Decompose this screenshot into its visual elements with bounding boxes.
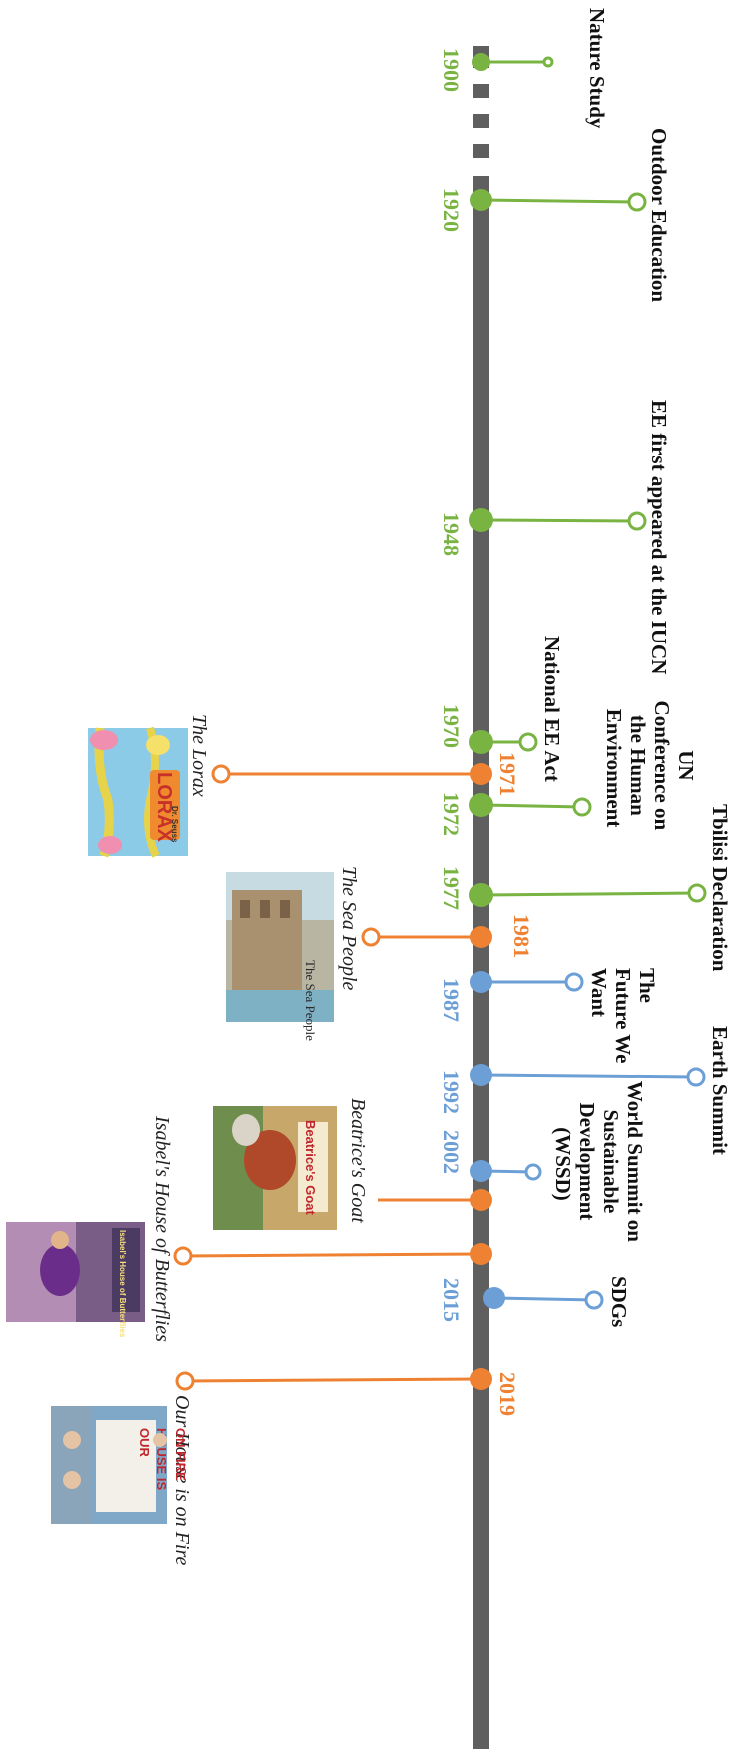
event-label: Outdoor Education <box>647 128 671 302</box>
book-endpoint <box>173 1246 193 1266</box>
event-endpoint <box>564 972 584 992</box>
event-un-conference: 1972 UN Conference on the Human Environm… <box>439 701 698 836</box>
book-endpoint <box>211 764 231 784</box>
book-endpoint <box>361 927 381 947</box>
event-label: World Summit on Sustainable Development … <box>551 1081 647 1247</box>
axis-node <box>470 1189 492 1211</box>
year-label: 1977 <box>439 866 464 910</box>
event-label: EE first appeared at the IUCN <box>647 400 671 674</box>
book-title: The Sea People <box>338 866 360 991</box>
axis-node <box>470 1368 492 1390</box>
axis-node <box>470 1160 492 1182</box>
book-beatrices-goat: Beatrice's Goat Beatrice's Goat <box>213 1098 492 1230</box>
event-endpoint <box>627 511 647 531</box>
event-label: SDGs <box>607 1276 631 1327</box>
axis-node <box>470 926 492 948</box>
year-label: 2002 <box>439 1130 464 1174</box>
axis-node <box>470 971 492 993</box>
book-cover-our-house: OUR HOUSE IS ON FIRE <box>51 1406 188 1524</box>
axis-node <box>469 883 493 907</box>
book-the-sea-people: 1981 The Sea People The Sea People <box>226 866 534 1041</box>
axis-dash <box>473 84 489 98</box>
event-outdoor-education: 1920 Outdoor Education <box>439 128 671 302</box>
event-endpoint <box>518 732 538 752</box>
axis-node <box>470 1064 492 1086</box>
year-label: 1920 <box>439 188 464 232</box>
axis-node <box>469 730 493 754</box>
axis-node <box>470 763 492 785</box>
event-label: The Future We Want <box>587 968 659 1069</box>
event-endpoint <box>627 192 647 212</box>
event-nature-study: 1900 Nature Study <box>439 8 609 129</box>
year-label: 1987 <box>439 978 464 1022</box>
svg-text:Dr. Seuss: Dr. Seuss <box>170 806 179 843</box>
event-tbilisi: 1977 Tbilisi Declaration <box>439 804 732 972</box>
year-label: 1900 <box>439 48 464 92</box>
event-endpoint <box>687 883 707 903</box>
book-the-lorax: 1971 The Lorax LORAX Dr. Seuss <box>88 714 520 858</box>
event-endpoint <box>524 1163 542 1181</box>
svg-text:Isabel's House of Butterflies: Isabel's House of Butterflies <box>118 1230 127 1338</box>
axis-node <box>470 189 492 211</box>
axis-node <box>469 508 493 532</box>
svg-text:Beatrice's Goat: Beatrice's Goat <box>303 1120 318 1216</box>
book-title: Beatrice's Goat <box>347 1098 369 1223</box>
book-endpoint <box>175 1371 195 1391</box>
event-sdgs: 2015 SDGs <box>439 1276 631 1327</box>
svg-text:The Sea People: The Sea People <box>303 960 318 1041</box>
event-label: Tbilisi Declaration <box>708 804 732 972</box>
book-our-house-is-on-fire: 2019 Our House is on Fire OUR HOUSE IS O… <box>51 1368 520 1565</box>
book-title: The Lorax <box>188 714 210 797</box>
year-label: 2015 <box>439 1278 464 1322</box>
axis-node <box>469 793 493 817</box>
event-label: Nature Study <box>585 8 609 129</box>
event-endpoint <box>542 56 554 68</box>
event-endpoint <box>572 797 592 817</box>
svg-text:LORAX: LORAX <box>153 772 175 843</box>
axis-node <box>483 1287 505 1309</box>
event-national-ee-act: 1970 National EE Act <box>439 636 564 782</box>
event-future-we-want: 1987 The Future We Want <box>439 968 659 1069</box>
year-label: 1992 <box>439 1070 464 1114</box>
event-endpoint <box>686 1067 706 1087</box>
event-endpoint <box>584 1290 604 1310</box>
year-label: 2019 <box>495 1372 520 1416</box>
axis-node <box>470 1243 492 1265</box>
event-label: National EE Act <box>540 636 564 782</box>
event-label: UN Conference on the Human Environment <box>602 701 698 836</box>
event-label: Earth Summit <box>708 1026 732 1155</box>
book-cover-isabels-house: Isabel's House of Butterflies <box>6 1222 145 1338</box>
axis-bar <box>473 176 489 1749</box>
event-wssd: 2002 World Summit on Sustainable Develop… <box>439 1081 647 1247</box>
axis-node <box>472 53 490 71</box>
axis-dash <box>473 114 489 128</box>
year-label: 1971 <box>495 752 520 796</box>
book-cover-sea-people: The Sea People <box>226 872 334 1041</box>
year-label: 1981 <box>509 914 534 958</box>
year-label: 1972 <box>439 792 464 836</box>
book-cover-beatrices-goat: Beatrice's Goat <box>213 1106 337 1230</box>
year-label: 1970 <box>439 704 464 748</box>
book-title: Our House is on Fire <box>171 1395 193 1565</box>
book-title: Isabel's House of Butterflies <box>151 1115 173 1342</box>
event-ee-iucn: 1948 EE first appeared at the IUCN <box>439 400 671 674</box>
book-isabels-house: Isabel's House of Butterflies Isabel's H… <box>6 1115 492 1342</box>
book-cover-lorax: LORAX Dr. Seuss <box>88 726 188 858</box>
event-earth-summit: 1992 Earth Summit <box>439 1026 732 1155</box>
axis-dash <box>473 144 489 158</box>
year-label: 1948 <box>439 512 464 556</box>
